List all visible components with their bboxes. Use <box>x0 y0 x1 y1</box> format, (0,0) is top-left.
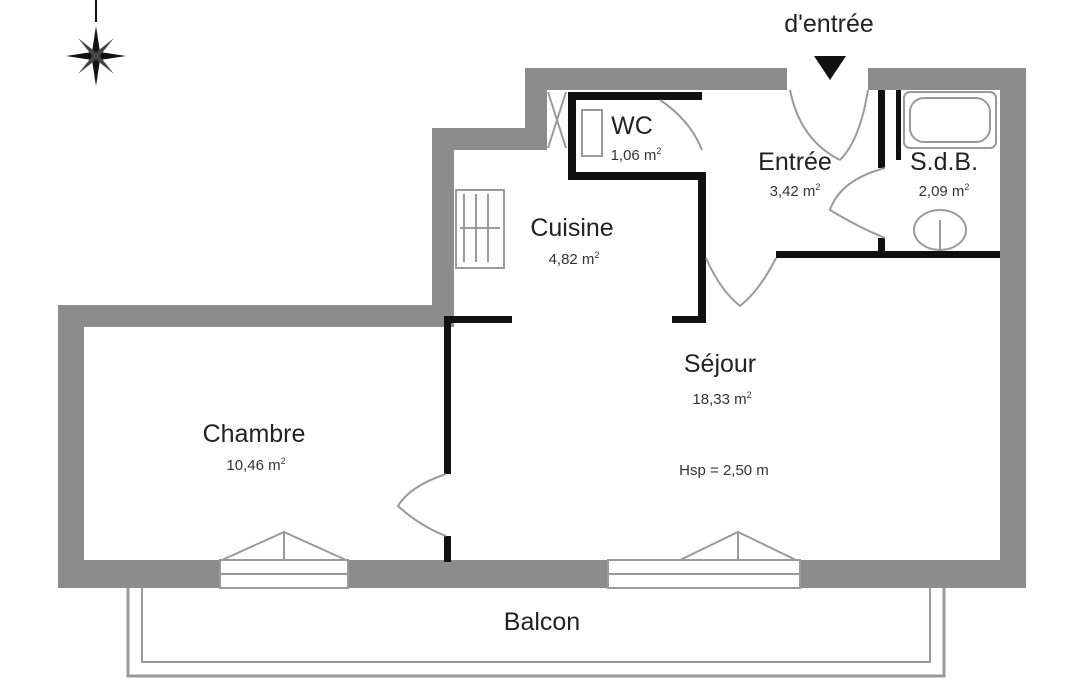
fixtures <box>455 91 997 269</box>
balcony-label: Balcon <box>503 608 581 636</box>
wall-bottom-3 <box>800 560 1026 588</box>
toilet <box>581 109 603 157</box>
entrance-label: d'entrée <box>784 10 874 38</box>
chambre-sejour-wall <box>444 316 451 474</box>
wall-top-right <box>868 68 1026 90</box>
balcony <box>126 588 946 678</box>
interior-partitions <box>444 90 1000 562</box>
sdb-left <box>878 90 885 168</box>
wc-bottom <box>568 172 706 180</box>
door-wc <box>659 99 703 151</box>
ceiling-height: Hsp = 2,50 m <box>679 462 769 479</box>
room-area-sdb: 2,09 m2 <box>918 182 970 200</box>
chambre-kitchen-top <box>444 316 512 323</box>
wall-bottom-1 <box>58 560 220 588</box>
wall-chambre-top <box>58 305 454 327</box>
door-sdb <box>828 167 886 239</box>
sdb-divider <box>776 251 1000 258</box>
kitchen-corner <box>547 91 567 149</box>
chambre-sejour-wall-low <box>444 536 451 562</box>
wc-top <box>568 92 702 100</box>
room-area-sejour: 18,33 m2 <box>692 390 752 408</box>
room-name-sdb: S.d.B. <box>909 148 979 176</box>
room-area-chambre: 10,46 m2 <box>226 456 286 474</box>
door-entrance <box>789 89 869 161</box>
entrance-arrow-icon <box>814 56 846 80</box>
doors <box>396 89 886 537</box>
exterior-walls <box>58 68 1026 588</box>
door-entree-sejour <box>705 257 777 308</box>
stove <box>455 189 505 269</box>
room-name-cuisine: Cuisine <box>530 214 614 242</box>
wall-kitchen-left <box>432 128 454 323</box>
sejour-step <box>672 316 706 323</box>
room-name-sejour: Séjour <box>683 350 757 378</box>
wc-left <box>568 92 576 178</box>
door-chambre <box>396 473 447 537</box>
room-name-chambre: Chambre <box>202 420 306 448</box>
windows <box>219 530 801 589</box>
wall-bottom-2 <box>348 560 608 588</box>
room-area-cuisine: 4,82 m2 <box>548 250 600 268</box>
compass-icon <box>66 0 126 86</box>
room-area-entree: 3,42 m2 <box>769 182 821 200</box>
room-name-wc: WC <box>611 112 653 140</box>
wall-step-horizontal <box>432 128 547 150</box>
sdb-left-stub <box>878 238 885 256</box>
room-area-wc: 1,06 m2 <box>610 146 662 164</box>
bath-edge <box>896 90 901 160</box>
wall-left <box>58 305 84 588</box>
entree-left <box>698 172 706 322</box>
wall-right <box>1000 68 1026 588</box>
wall-top-left <box>525 68 787 90</box>
bathtub <box>903 91 997 149</box>
room-name-entree: Entrée <box>758 148 832 176</box>
